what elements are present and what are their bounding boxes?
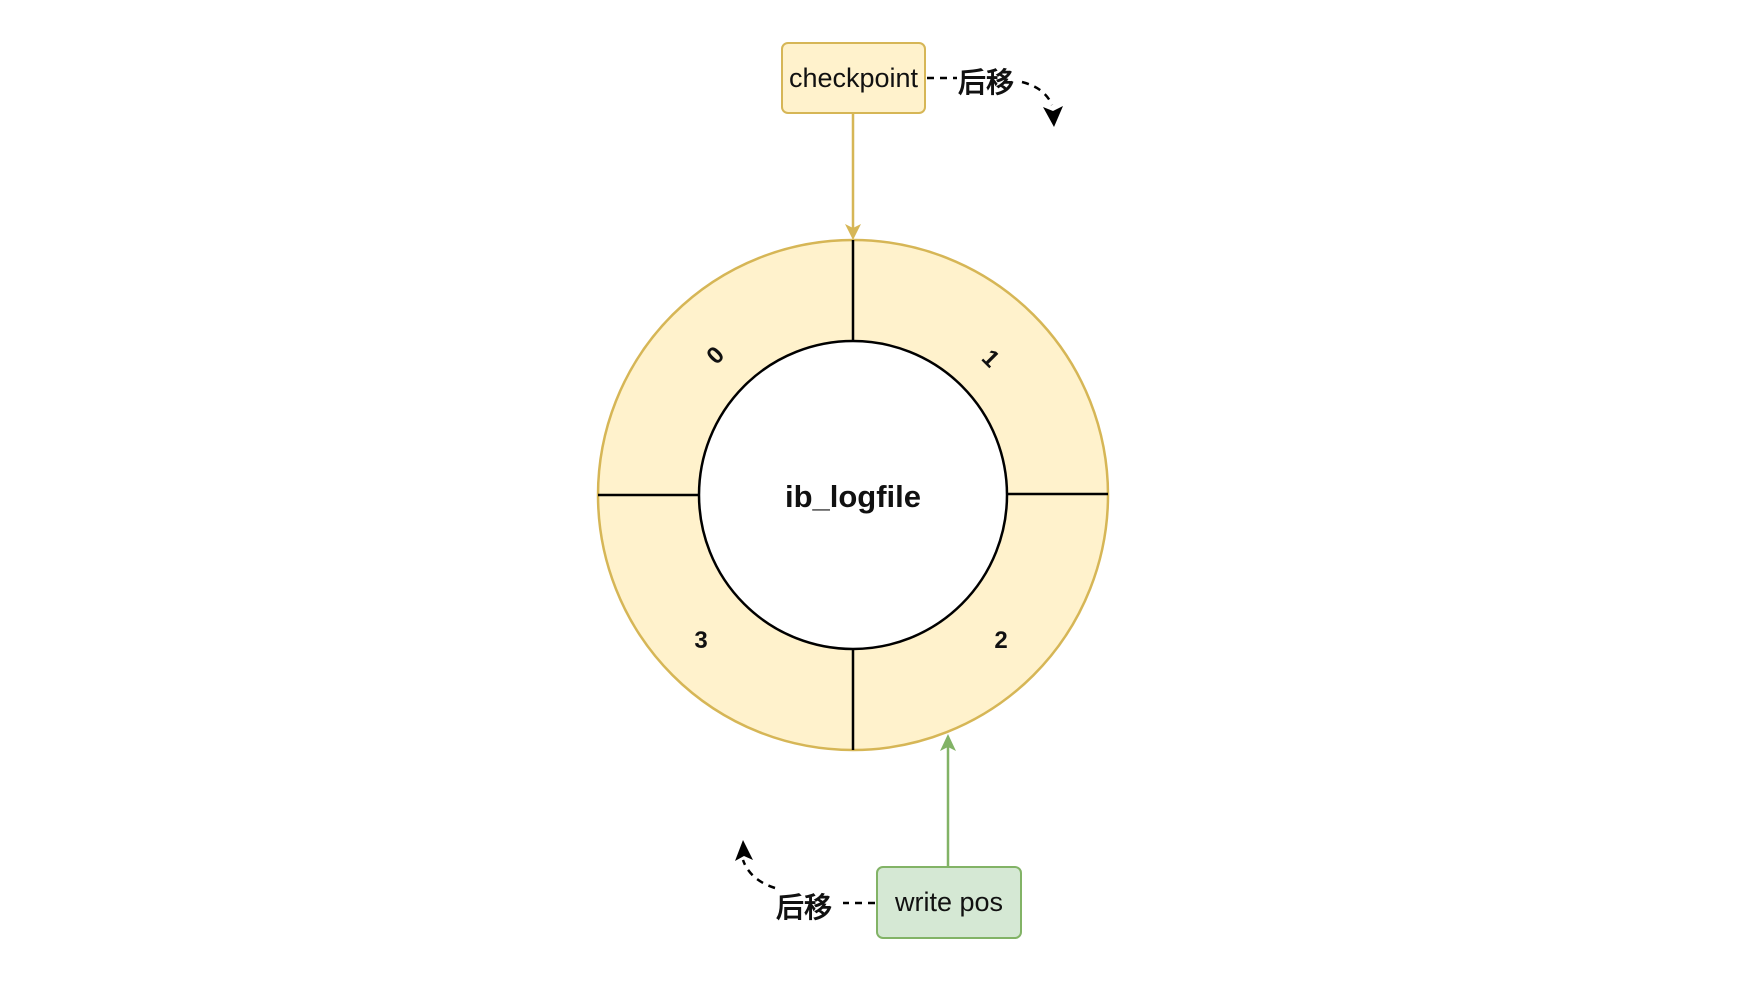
write-pos-box[interactable]: write pos <box>876 866 1022 939</box>
checkpoint-move-label: 后移 <box>958 67 1015 98</box>
checkpoint-label: checkpoint <box>788 62 919 93</box>
segment-label-2: 2 <box>994 627 1008 654</box>
segment-label-3: 3 <box>694 627 708 654</box>
writepos-pointer-arrow <box>940 734 956 866</box>
center-label: ib_logfile <box>784 479 922 514</box>
checkpoint-pointer-arrow <box>845 114 861 240</box>
writepos-move-arrow <box>735 840 875 905</box>
checkpoint-box[interactable]: checkpoint <box>781 42 926 114</box>
write-pos-label: write pos <box>894 887 1004 917</box>
checkpoint-move-arrow <box>927 76 1063 127</box>
writepos-move-label: 后移 <box>776 892 833 923</box>
